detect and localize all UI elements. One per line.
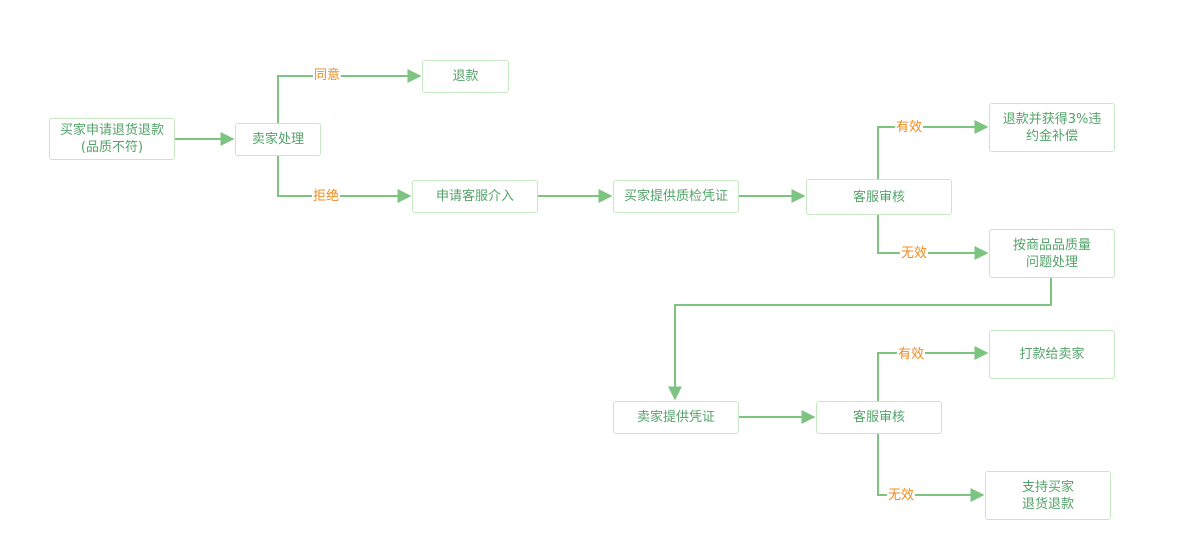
- node-buyer-request: 买家申请退货退款 (品质不符): [49, 118, 175, 160]
- node-cs-review-1: 客服审核: [806, 179, 952, 215]
- edge-review-2-to-support-buyer: [877, 434, 985, 502]
- node-quality-issue: 按商品品质量 问题处理: [989, 229, 1115, 278]
- edge-seller-to-refund: [277, 69, 422, 123]
- node-seller-proof: 卖家提供凭证: [613, 401, 739, 434]
- node-refund: 退款: [422, 60, 509, 93]
- edge-label-valid-2: 有效: [897, 347, 926, 363]
- edge-label-reject: 拒绝: [312, 189, 341, 205]
- node-seller-handle: 卖家处理: [235, 123, 321, 156]
- edge-review-1-to-refund-comp: [877, 120, 989, 179]
- edge-seller-to-apply-cs: [277, 156, 412, 203]
- node-support-buyer: 支持买家 退货退款: [985, 471, 1111, 520]
- edge-quality-to-seller-proof: [668, 278, 1052, 401]
- edge-review-2-to-pay-seller: [877, 346, 989, 401]
- edge-label-valid-1: 有效: [895, 120, 924, 136]
- node-buyer-proof: 买家提供质检凭证: [613, 180, 739, 213]
- edge-label-invalid-1: 无效: [900, 246, 929, 262]
- node-apply-customer-service: 申请客服介入: [412, 180, 538, 213]
- node-refund-compensation: 退款并获得3%违 约金补偿: [989, 103, 1115, 152]
- edge-label-agree: 同意: [313, 68, 342, 84]
- node-cs-review-2: 客服审核: [816, 401, 942, 434]
- edge-label-invalid-2: 无效: [887, 488, 916, 504]
- node-pay-seller: 打款给卖家: [989, 330, 1115, 379]
- edge-review-1-to-quality: [877, 215, 989, 260]
